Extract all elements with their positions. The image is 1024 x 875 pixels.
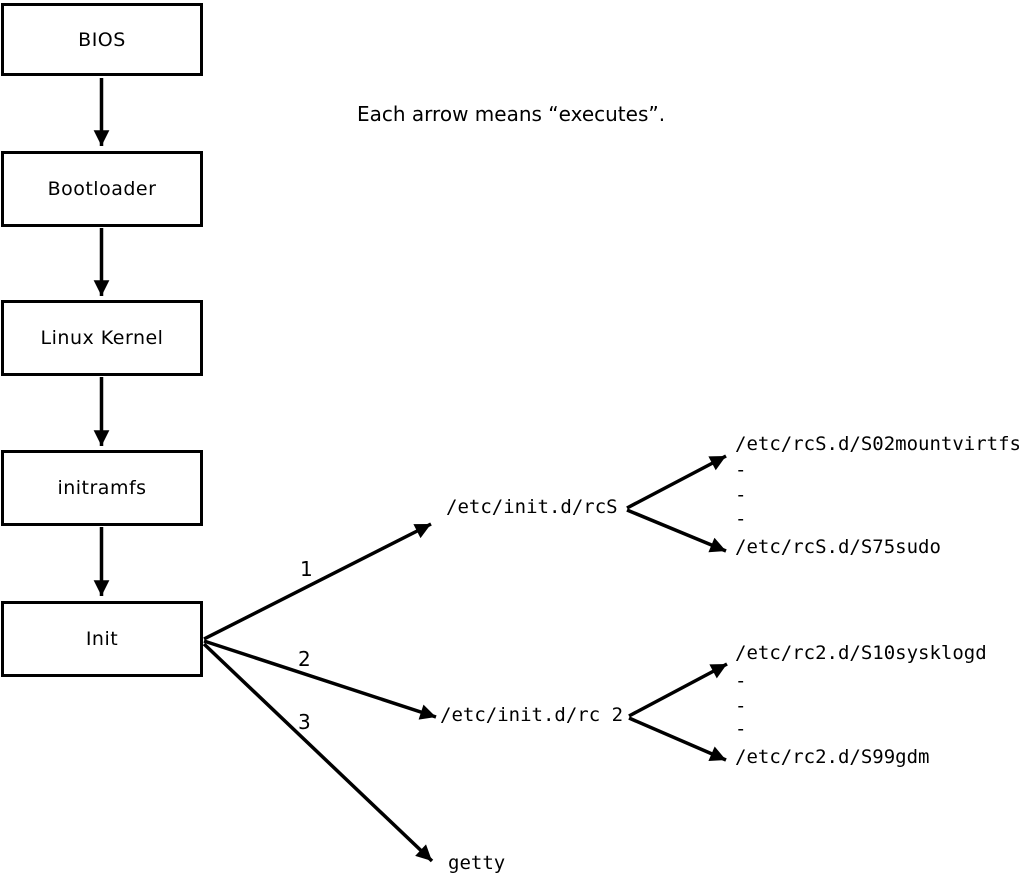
target-getty: getty: [448, 852, 506, 874]
node-init-label: Init: [85, 628, 119, 650]
node-linux-kernel-label: Linux Kernel: [40, 327, 164, 349]
node-initramfs-label: initramfs: [57, 477, 147, 499]
script-rcS-last: /etc/rcS.d/S75sudo: [735, 536, 941, 558]
script-rcS-ellipsis: -: [735, 484, 747, 506]
arrow-rc2-to-last-script: [628, 716, 727, 762]
node-bootloader: Bootloader: [1, 151, 203, 227]
node-init: Init: [1, 601, 203, 677]
arrow-rcS-to-last-script: [626, 508, 727, 553]
node-linux-kernel: Linux Kernel: [1, 300, 203, 376]
arrow-init-to-rc2: [203, 639, 437, 720]
script-rc2-last: /etc/rc2.d/S99gdm: [735, 746, 930, 768]
node-bios: BIOS: [1, 3, 203, 76]
edge-label-1: 1: [300, 557, 313, 581]
legend-note: Each arrow means “executes”.: [357, 102, 666, 126]
script-rcS-ellipsis: -: [735, 508, 747, 530]
script-rc2-ellipsis: -: [735, 670, 747, 692]
edge-label-2: 2: [298, 647, 311, 671]
script-rc2-ellipsis: -: [735, 718, 747, 740]
arrow-init-to-rcS: [203, 522, 432, 641]
arrow-init-to-getty: [202, 642, 434, 863]
script-rcS-first: /etc/rcS.d/S02mountvirtfs: [735, 433, 1021, 455]
node-initramfs: initramfs: [1, 450, 203, 526]
script-rc2-first: /etc/rc2.d/S10sysklogd: [735, 642, 987, 664]
arrow-rcS-to-first-script: [626, 454, 727, 510]
node-bios-label: BIOS: [78, 28, 126, 51]
target-etc-init-rcS: /etc/init.d/rcS: [446, 496, 618, 518]
script-rc2-ellipsis: -: [735, 695, 747, 717]
arrow-rc2-to-first-script: [628, 662, 728, 718]
script-rcS-ellipsis: -: [735, 459, 747, 481]
target-etc-init-rc2: /etc/init.d/rc 2: [440, 704, 624, 726]
node-bootloader-label: Bootloader: [47, 178, 157, 200]
edge-label-3: 3: [298, 710, 311, 734]
